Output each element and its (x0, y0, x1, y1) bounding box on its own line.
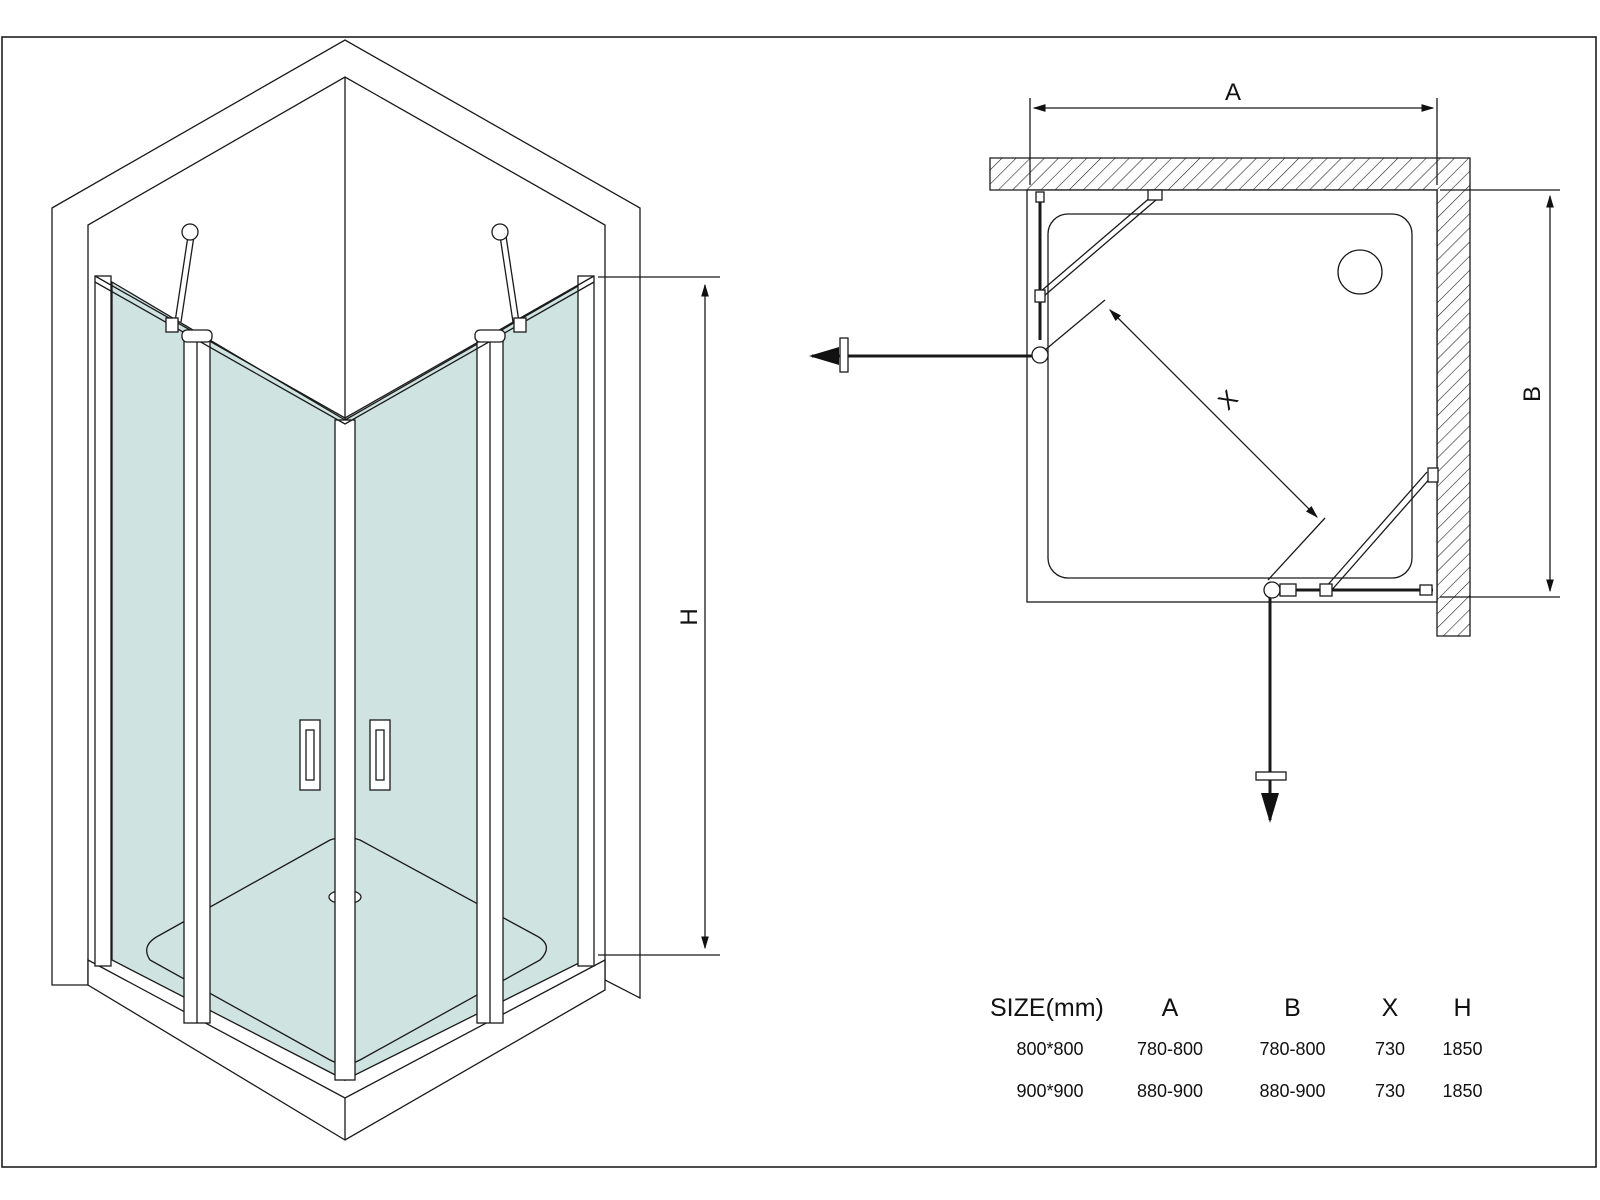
glass-panel-left (111, 280, 346, 1082)
table-row: 900*900 880-900 880-900 730 1850 (990, 1070, 1500, 1112)
header-x: X (1381, 993, 1399, 1022)
wall-outline (51, 39, 641, 1000)
header-size: SIZE(mm) (990, 993, 1104, 1022)
wall-bracket-right-icon (491, 223, 509, 241)
table-row: 800*800 780-800 780-800 730 1850 (990, 1028, 1500, 1070)
cell-size: 900*900 (1016, 1080, 1084, 1101)
width-label: A (1225, 79, 1241, 106)
cell-x: 730 (1374, 1080, 1406, 1101)
cell-a: 780-800 (1136, 1038, 1204, 1059)
cell-x: 730 (1374, 1038, 1406, 1059)
size-table: SIZE(mm) A B X H 800*800 780-800 780-800… (990, 988, 1500, 1112)
tray-basin (1047, 213, 1413, 579)
size-table-header: SIZE(mm) A B X H (990, 988, 1500, 1028)
cell-a: 880-900 (1136, 1080, 1204, 1101)
header-a: A (1161, 993, 1179, 1022)
handle-right-icon (369, 719, 391, 791)
handle-left-icon (299, 719, 321, 791)
header-h: H (1453, 993, 1472, 1022)
stabilizer-bar-right (499, 235, 514, 323)
hinge-cap-right-icon (474, 329, 506, 343)
cell-h: 1850 (1442, 1080, 1483, 1101)
cell-b: 780-800 (1259, 1038, 1326, 1059)
corner-post (334, 419, 356, 1081)
stabilizer-plan-top (1039, 195, 1153, 293)
wall-bracket-left-icon (181, 223, 199, 241)
glass-panel-right (344, 280, 586, 1082)
drain-plan-icon (1337, 249, 1383, 295)
drawing-frame (1, 36, 1597, 1168)
wall-profile-right (577, 275, 595, 967)
wall-hatch (989, 157, 1471, 637)
plan-view (809, 98, 1560, 823)
cell-h: 1850 (1442, 1038, 1483, 1059)
cell-b: 880-900 (1259, 1080, 1326, 1101)
stabilizer-plan-right (1324, 471, 1428, 589)
wall-profile-left (94, 275, 112, 967)
height-label: H (676, 608, 703, 625)
cell-size: 800*800 (1016, 1038, 1084, 1059)
header-b: B (1284, 993, 1301, 1022)
hinge-plan-right-icon (1263, 581, 1281, 599)
hinge-cap-left-icon (181, 329, 213, 343)
diagonal-dimension-line (1109, 309, 1318, 518)
stabilizer-bar-left (174, 235, 189, 323)
depth-label: B (1519, 386, 1546, 402)
isometric-view (51, 39, 720, 1141)
